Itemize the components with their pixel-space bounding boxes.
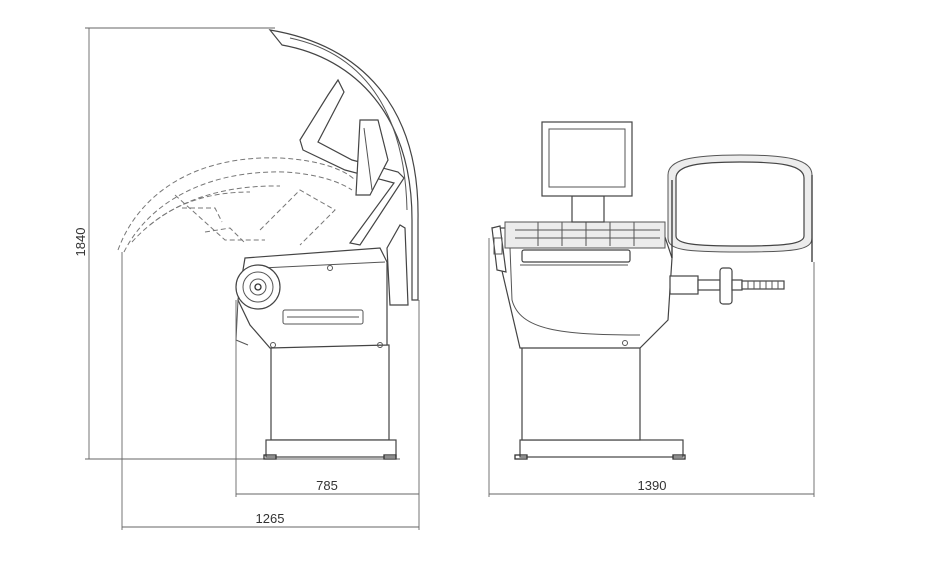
front-monitor-screen — [548, 128, 626, 188]
side-hood-arm — [299, 78, 405, 246]
side-foot-right — [383, 454, 397, 460]
front-shaft-flange — [719, 267, 733, 305]
dimension-width: 1390 — [638, 478, 667, 493]
side-pedestal — [270, 344, 390, 441]
dimension-height: 1840 — [73, 228, 88, 257]
dimension-depth-base: 785 — [316, 478, 338, 493]
dimension-depth-open: 1265 — [256, 511, 285, 526]
front-weight-tray — [504, 221, 666, 249]
front-shaft-housing — [669, 275, 699, 295]
front-dimensions: 1390 — [488, 238, 815, 497]
side-rear-support — [386, 224, 409, 306]
side-monitor — [355, 119, 389, 196]
front-view — [491, 121, 813, 460]
front-base-plate — [519, 439, 684, 458]
side-drawer — [282, 309, 364, 325]
side-base-plate — [265, 439, 397, 458]
front-monitor-stand — [571, 195, 605, 223]
front-threaded-shaft — [741, 280, 785, 290]
side-wheel-guard-open — [268, 29, 419, 301]
front-monitor — [541, 121, 633, 197]
front-pedestal — [521, 344, 641, 441]
side-foot-left — [263, 454, 277, 460]
side-shaft-flange — [235, 264, 281, 310]
side-dimensions: 1840 785 1265 — [73, 27, 420, 530]
front-gauge-arm — [521, 249, 631, 263]
front-foot-right — [672, 454, 686, 460]
side-view — [85, 29, 419, 460]
side-wheel-guard-closed — [117, 157, 356, 251]
front-foot-left — [514, 454, 528, 460]
